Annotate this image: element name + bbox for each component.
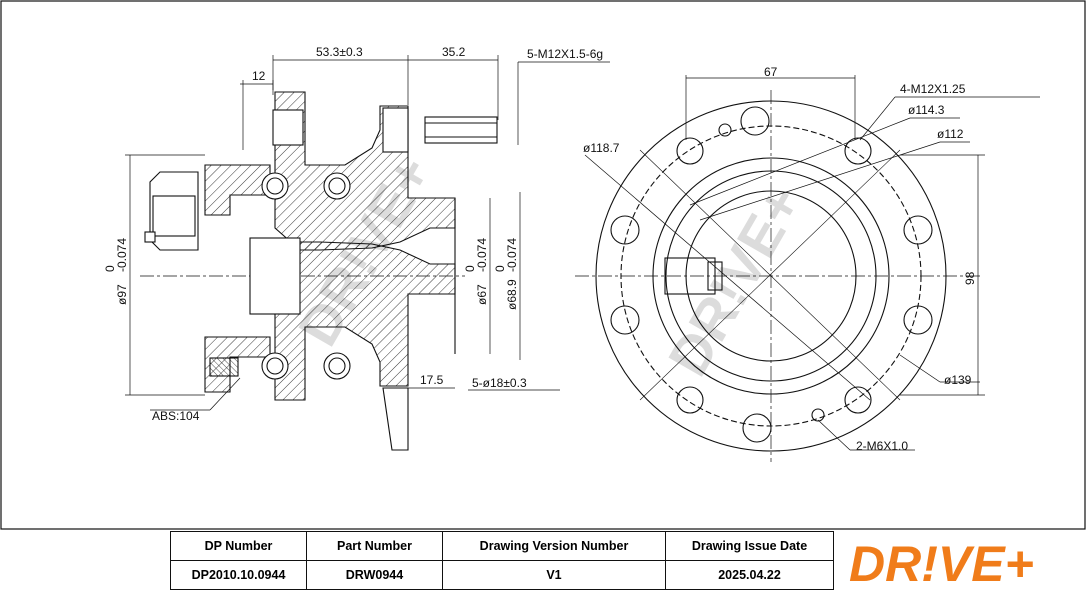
dim-12: 12 <box>252 69 266 83</box>
header-drawing-version: Drawing Version Number <box>442 531 666 561</box>
watermark-right: DR!VE+ <box>656 175 814 386</box>
header-dp-number: DP Number <box>170 531 307 561</box>
dim-112: ø112 <box>937 127 964 141</box>
dim-67-tol: -0.074 <box>475 238 489 272</box>
header-issue-date: Drawing Issue Date <box>665 531 834 561</box>
dim-67-up: 0 <box>463 265 477 272</box>
sheet-border <box>0 0 1086 530</box>
value-part-number: DRW0944 <box>306 560 443 590</box>
dim-97: ø97 <box>115 284 129 305</box>
dim-m6: 2-M6X1.0 <box>856 439 908 453</box>
dim-18: 5-ø18±0.3 <box>472 376 527 390</box>
value-issue-date: 2025.04.22 <box>665 560 834 590</box>
dim-abs: ABS:104 <box>152 409 200 423</box>
dim-67w: 67 <box>764 65 778 79</box>
dim-97-up: 0 <box>103 265 117 272</box>
value-drawing-version: V1 <box>442 560 666 590</box>
dim-114: ø114.3 <box>908 103 945 117</box>
dim-35: 35.2 <box>442 45 466 59</box>
header-part-number: Part Number <box>306 531 443 561</box>
title-block-header-row: DP Number Part Number Drawing Version Nu… <box>170 531 834 561</box>
dim-17: 17.5 <box>420 373 444 387</box>
section-dimensions <box>125 55 610 411</box>
title-block-table: DP Number Part Number Drawing Version Nu… <box>170 531 834 590</box>
dim-53: 53.3±0.3 <box>316 45 363 59</box>
dim-97-tol: -0.074 <box>115 238 129 272</box>
dim-139: ø139 <box>944 373 972 387</box>
value-dp-number: DP2010.10.0944 <box>170 560 307 590</box>
front-dim-labels: 67 4-M12X1.25 ø114.3 ø112 ø118.7 98 ø139… <box>583 65 977 453</box>
dim-thread: 5-M12X1.5-6g <box>527 47 603 61</box>
dim-m12: 4-M12X1.25 <box>900 82 966 96</box>
section-dim-labels: 12 53.3±0.3 35.2 5-M12X1.5-6g ø97 -0.074… <box>103 45 603 423</box>
hub-front-view <box>575 90 980 462</box>
title-block-value-row: DP2010.10.0944 DRW0944 V1 2025.04.22 <box>170 560 834 590</box>
dim-98: 98 <box>963 271 977 285</box>
drive-logo: DR!VE+ <box>849 536 1034 589</box>
hub-section-view <box>140 91 498 451</box>
logo-text: DR!VE+ <box>849 536 1034 589</box>
dim-67: ø67 <box>475 284 489 305</box>
dim-118: ø118.7 <box>583 141 620 155</box>
dim-68: ø68.9 <box>505 279 519 310</box>
dim-68-up: 0 <box>493 265 507 272</box>
dim-68-tol: -0.074 <box>505 238 519 272</box>
technical-drawing: DR!VE+ DR!VE+ <box>0 0 1086 530</box>
front-dimensions <box>584 75 1040 451</box>
